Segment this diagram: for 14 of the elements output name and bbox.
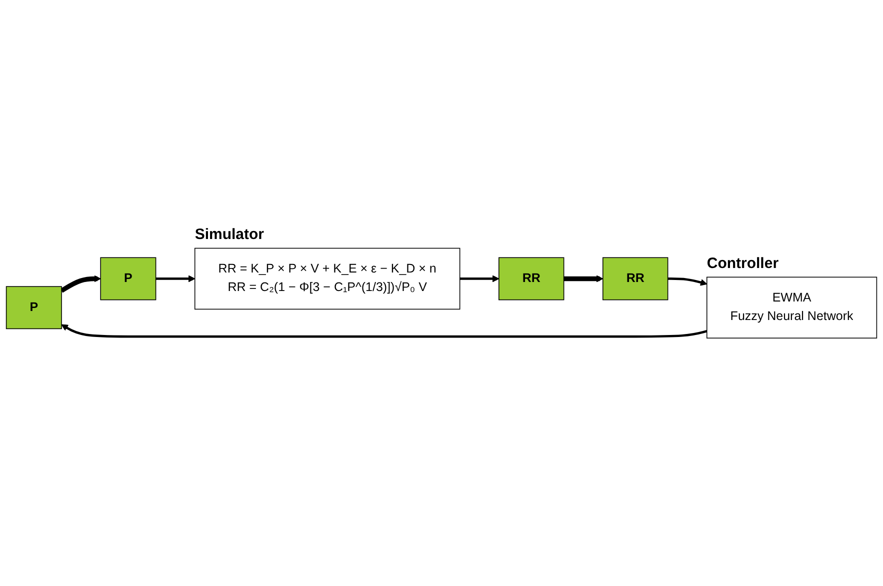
node-box: RR = K_P × P × V + K_E × ε − K_D × n RR = C₂(1 − Φ[3 − C₁P^(1/3)])√P₀ V — [194, 248, 460, 310]
node-caption: Controller — [706, 254, 779, 272]
arrow — [460, 275, 500, 282]
arrow — [61, 324, 708, 338]
arrow — [668, 277, 708, 286]
node-caption: Simulator — [194, 226, 264, 244]
node-box: RR — [602, 257, 668, 300]
node-box: RR — [498, 257, 564, 300]
arrow — [564, 275, 604, 282]
node-box: EWMA Fuzzy Neural Network — [706, 276, 878, 338]
arrow — [60, 275, 101, 293]
arrow — [156, 275, 196, 282]
node-box: P — [100, 257, 156, 300]
node-box: P — [6, 286, 62, 329]
